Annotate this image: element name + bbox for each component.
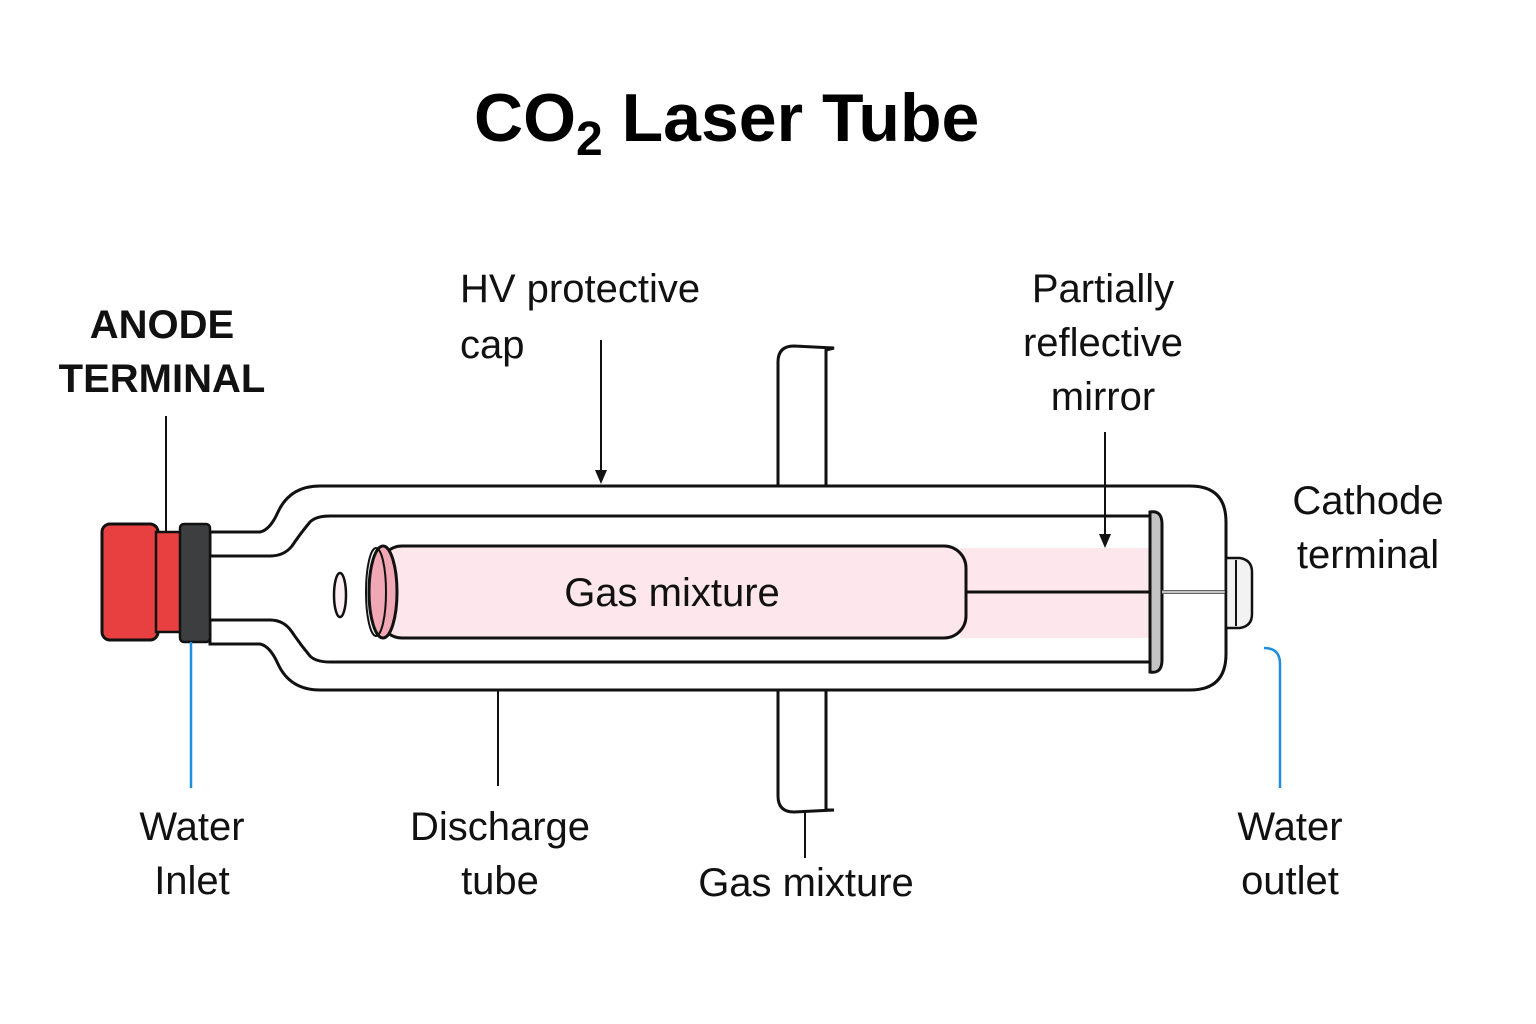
output-mirror bbox=[1148, 510, 1164, 674]
arrowhead-mirror bbox=[1099, 534, 1111, 548]
aperture bbox=[332, 571, 348, 619]
arrowhead-hv-cap bbox=[595, 470, 607, 484]
diagram-title: CO2 Laser Tube bbox=[474, 80, 979, 166]
rear-mirror bbox=[367, 544, 399, 640]
gas-port-top bbox=[776, 344, 835, 486]
rear-mirror-rim bbox=[365, 547, 387, 637]
label-gas-mixture-inner: Gas mixture bbox=[564, 571, 780, 615]
anode-neck bbox=[154, 530, 184, 634]
anode-ring bbox=[178, 522, 212, 644]
anode-cap bbox=[100, 522, 160, 642]
cathode-terminal-cap bbox=[1224, 556, 1254, 630]
gas-port-bottom bbox=[776, 690, 835, 814]
label-gas-mixture-bottom: Gas mixture bbox=[698, 861, 914, 905]
leader-water-outlet bbox=[1263, 646, 1282, 788]
